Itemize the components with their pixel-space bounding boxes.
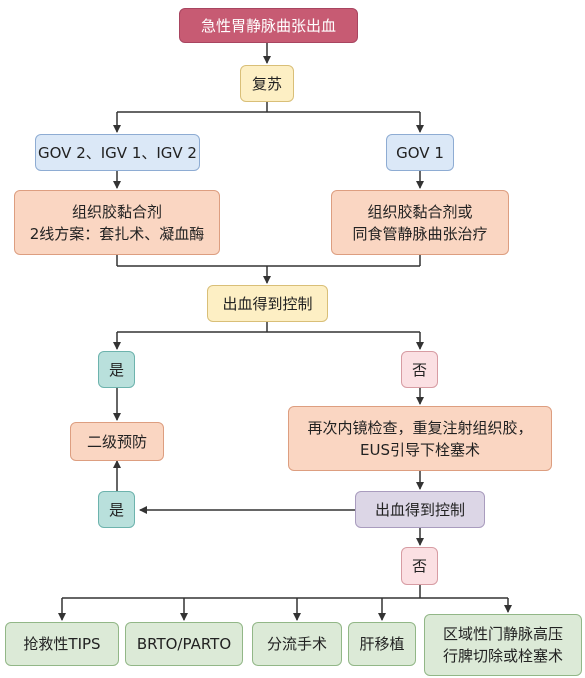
bleeding-controlled-node-1: 出血得到控制 xyxy=(207,285,328,322)
glue-right-node: 组织胶黏合剂或 同食管静脉曲张治疗 xyxy=(331,190,509,255)
no-text-2: 否 xyxy=(411,557,427,575)
no-text-1: 否 xyxy=(411,360,427,379)
yes-text-1: 是 xyxy=(108,360,124,379)
secondary-prevention-text: 二级预防 xyxy=(86,432,147,451)
brto-parto-node: BRTO/PARTO xyxy=(125,622,243,666)
repeat-endoscopy-line1: 再次内镜检查，重复注射组织胶， xyxy=(307,418,533,437)
rescue-tips-node: 抢救性TIPS xyxy=(5,622,119,666)
repeat-endoscopy-line2: EUS引导下栓塞术 xyxy=(360,440,480,459)
gov1-text: GOV 1 xyxy=(396,143,444,162)
regional-portal-hypertension-node: 区域性门静脉高压 行脾切除或栓塞术 xyxy=(424,614,582,676)
shunt-surgery-node: 分流手术 xyxy=(252,622,342,666)
glue-right-line2: 同食管静脉曲张治疗 xyxy=(352,224,488,243)
resuscitation-text: 复苏 xyxy=(251,74,282,93)
glue-left-line1: 组织胶黏合剂 xyxy=(71,202,162,221)
glue-left-line2: 2线方案：套扎术、凝血酶 xyxy=(29,224,205,243)
shunt-surgery-text: 分流手术 xyxy=(266,635,327,653)
liver-transplant-node: 肝移植 xyxy=(348,622,416,666)
regional-line2: 行脾切除或栓塞术 xyxy=(442,647,563,665)
no-node-1: 否 xyxy=(401,351,438,388)
gov1-node: GOV 1 xyxy=(386,134,454,171)
glue-left-node: 组织胶黏合剂 2线方案：套扎术、凝血酶 xyxy=(14,190,220,255)
title-text: 急性胃静脉曲张出血 xyxy=(200,16,336,35)
no-node-2: 否 xyxy=(401,547,438,585)
rescue-tips-text: 抢救性TIPS xyxy=(23,635,101,653)
yes-node-1: 是 xyxy=(98,351,135,388)
repeat-endoscopy-node: 再次内镜检查，重复注射组织胶， EUS引导下栓塞术 xyxy=(288,406,552,471)
bleeding-controlled-node-2: 出血得到控制 xyxy=(355,491,485,528)
title-node: 急性胃静脉曲张出血 xyxy=(179,8,358,43)
brto-parto-text: BRTO/PARTO xyxy=(136,635,232,653)
yes-text-2: 是 xyxy=(108,500,124,519)
glue-right-line1: 组织胶黏合剂或 xyxy=(367,202,473,221)
gov2-igv-text: GOV 2、IGV 1、IGV 2 xyxy=(38,143,197,162)
yes-node-2: 是 xyxy=(98,491,135,528)
bleeding-controlled-text-2: 出血得到控制 xyxy=(374,500,465,519)
liver-transplant-text: 肝移植 xyxy=(359,635,405,653)
resuscitation-node: 复苏 xyxy=(240,65,294,102)
regional-line1: 区域性门静脉高压 xyxy=(442,625,563,643)
gov2-igv-node: GOV 2、IGV 1、IGV 2 xyxy=(35,134,200,171)
bleeding-controlled-text-1: 出血得到控制 xyxy=(222,294,313,313)
secondary-prevention-node: 二级预防 xyxy=(70,422,164,461)
